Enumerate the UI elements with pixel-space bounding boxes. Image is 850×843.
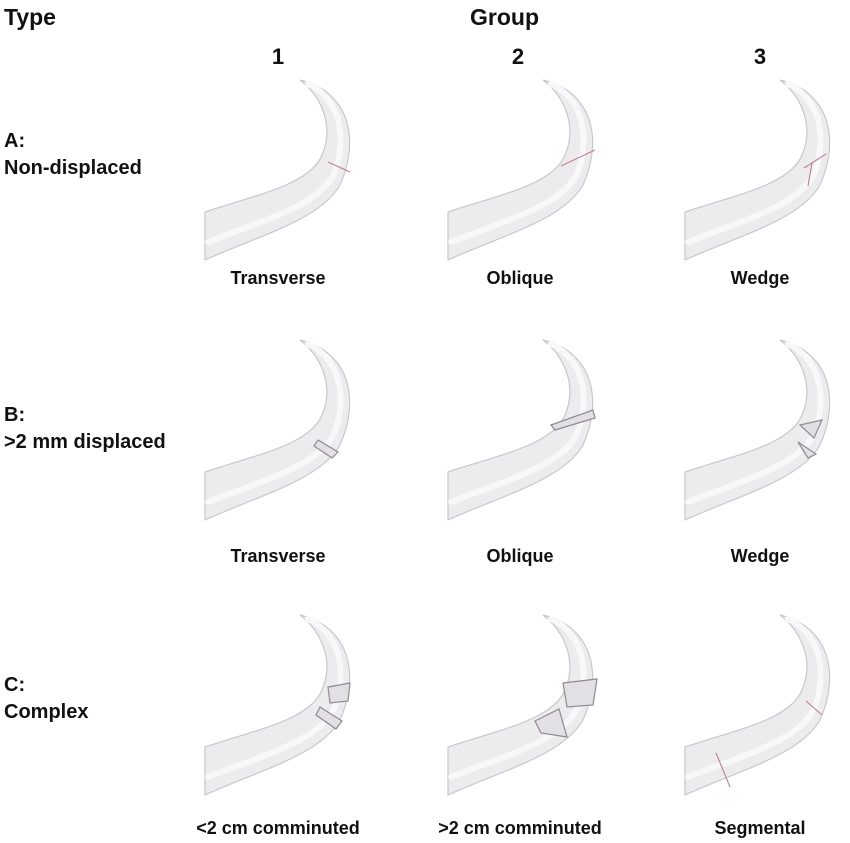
bone-illustration: [684, 339, 831, 521]
caption-a2: Oblique: [486, 268, 554, 288]
bone-b3: [680, 330, 850, 530]
column-number-3: 3: [753, 44, 767, 69]
bone-c3: [680, 605, 850, 805]
fracture-mark: [315, 706, 343, 730]
bone-highlight: [205, 341, 344, 505]
caption-b1: Transverse: [230, 546, 326, 566]
row-label-b: B: >2 mm displaced: [4, 402, 166, 456]
bone-shaft: [447, 79, 594, 261]
caption-c2: >2 cm comminuted: [438, 818, 602, 838]
row-label-c-letter: C:: [4, 674, 26, 696]
group-header: Group: [470, 4, 539, 30]
bone-illustration: [204, 339, 351, 521]
column-number-1: 1: [271, 44, 285, 69]
bone-b1: [200, 330, 400, 530]
bone-c1: [200, 605, 400, 805]
bone-illustration: [447, 79, 596, 261]
caption-b3: Wedge: [730, 546, 790, 566]
fracture-mark: [327, 161, 351, 173]
caption-c1: <2 cm comminuted: [196, 818, 360, 838]
caption-a1: Transverse: [230, 268, 326, 288]
caption-c3: Segmental: [714, 818, 806, 838]
fracture-mark: [798, 419, 824, 440]
bone-illustration: [447, 614, 598, 796]
type-header: Type: [4, 4, 56, 30]
fracture-mark: [715, 752, 731, 788]
bone-shaft: [204, 79, 351, 261]
bone-a1: [200, 70, 400, 270]
row-label-a-text: Non-displaced: [4, 157, 142, 179]
fracture-mark: [805, 700, 823, 716]
bone-highlight: [448, 616, 587, 780]
fracture-mark: [803, 153, 827, 169]
bone-shaft: [447, 339, 594, 521]
row-label-a-letter: A:: [4, 130, 26, 152]
row-label-c-text: Complex: [4, 701, 89, 723]
caption-b2: Oblique: [486, 546, 554, 566]
bone-highlight: [448, 81, 587, 245]
fracture-mark: [807, 162, 813, 187]
bone-shaft: [447, 614, 594, 796]
bone-shaft: [204, 614, 351, 796]
bone-shaft: [684, 79, 831, 261]
row-label-b-text: >2 mm displaced: [4, 431, 166, 453]
bone-illustration: [684, 614, 831, 796]
caption-a3: Wedge: [730, 268, 790, 288]
bone-highlight: [205, 616, 344, 780]
bone-c2: [443, 605, 643, 805]
bone-illustration: [204, 79, 351, 261]
bone-shaft: [684, 614, 831, 796]
column-number-2: 2: [511, 44, 525, 69]
bone-a3: [680, 70, 850, 270]
row-label-c: C: Complex: [4, 672, 88, 726]
bone-highlight: [205, 81, 344, 245]
bone-shaft: [684, 339, 831, 521]
bone-highlight: [685, 81, 824, 245]
fracture-mark: [797, 441, 818, 459]
bone-highlight: [448, 341, 587, 505]
fracture-mark: [562, 678, 598, 708]
bone-b2: [443, 330, 643, 530]
fracture-mark: [313, 439, 339, 459]
bone-highlight: [685, 616, 824, 780]
bone-a2: [443, 70, 643, 270]
bone-illustration: [684, 79, 831, 261]
row-label-b-letter: B:: [4, 404, 26, 426]
bone-shaft: [204, 339, 351, 521]
bone-illustration: [204, 614, 351, 796]
fracture-mark: [534, 708, 568, 738]
bone-illustration: [447, 339, 596, 521]
fracture-mark: [560, 149, 596, 167]
row-label-a: A: Non-displaced: [4, 128, 142, 182]
fracture-mark: [327, 682, 351, 704]
fracture-mark: [550, 409, 596, 431]
